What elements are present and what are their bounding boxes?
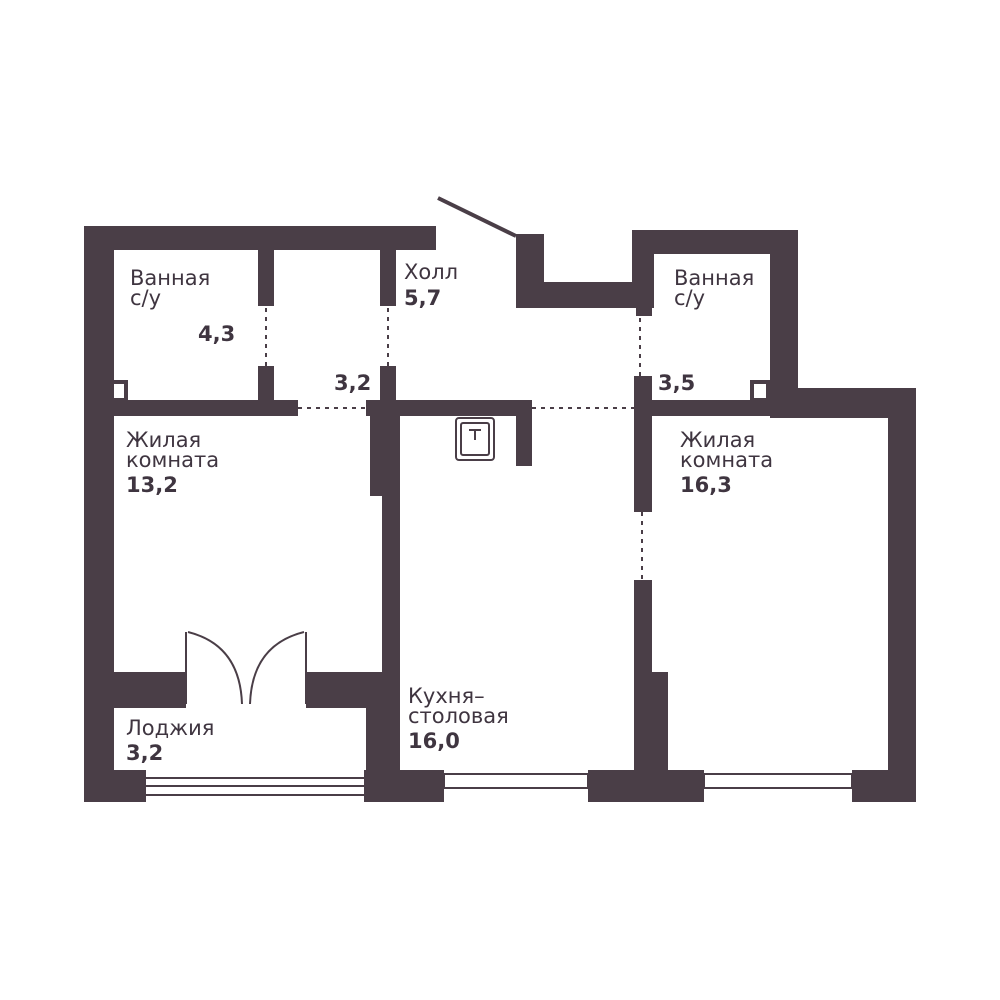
wall — [516, 400, 532, 466]
wall — [84, 400, 298, 416]
wall — [588, 770, 704, 802]
shaft — [110, 380, 128, 402]
wall — [632, 230, 654, 308]
room-name-living-left: Жилая комната — [126, 428, 220, 472]
room-area-bath-right: 3,5 — [658, 371, 696, 395]
wall — [306, 672, 382, 708]
room-name-living-right: Жилая комната — [680, 428, 774, 472]
wall — [852, 770, 916, 802]
windows — [146, 773, 853, 796]
wall — [636, 296, 652, 316]
wall — [84, 770, 146, 802]
room-area-hall: 5,7 — [404, 286, 442, 310]
wall — [634, 400, 780, 416]
wall — [84, 672, 186, 708]
window — [146, 777, 364, 796]
wall — [770, 230, 798, 400]
wall — [84, 226, 436, 250]
wall — [364, 770, 444, 802]
wall — [84, 226, 114, 802]
room-name-bath-left: Ванная с/у — [130, 266, 211, 310]
room-area-bath-left: 4,3 — [198, 322, 236, 346]
window — [443, 773, 589, 789]
wall — [366, 400, 530, 416]
room-name-hall: Холл — [404, 260, 459, 284]
entrance-door — [437, 196, 517, 238]
wall — [380, 250, 396, 306]
room-area-living-left: 13,2 — [126, 473, 178, 497]
shafts — [110, 380, 770, 402]
room-area-kitchen: 16,0 — [408, 729, 460, 753]
wall — [888, 388, 916, 802]
room-area-corridor: 3,2 — [334, 371, 372, 395]
window — [703, 773, 853, 789]
room-name-bath-right: Ванная с/у — [674, 266, 755, 310]
wall — [634, 376, 652, 512]
balcony-door — [185, 631, 307, 705]
room-area-loggia: 3,2 — [126, 741, 164, 765]
wall — [516, 282, 652, 308]
room-area-living-right: 16,3 — [680, 473, 732, 497]
sink-icon — [455, 417, 495, 461]
room-name-loggia: Лоджия — [126, 716, 215, 740]
openings — [265, 308, 643, 580]
room-name-kitchen: Кухня– столовая — [408, 684, 509, 728]
shaft — [750, 380, 770, 402]
walls — [84, 226, 916, 802]
wall — [258, 250, 274, 306]
